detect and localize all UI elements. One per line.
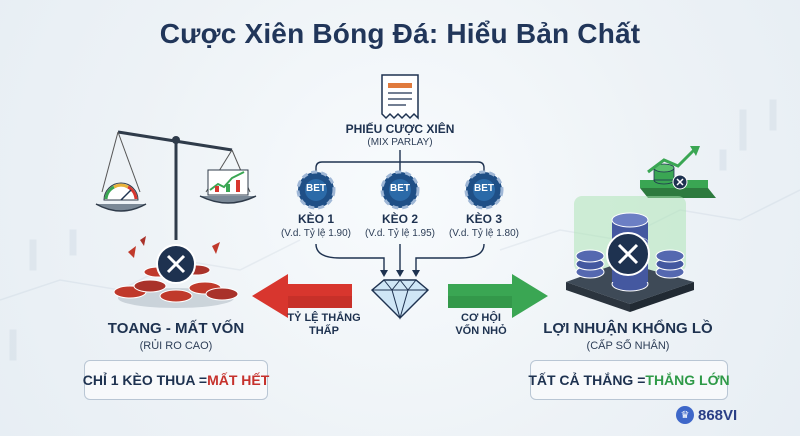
diamond-icon xyxy=(370,279,430,320)
balance-scale-icon xyxy=(95,130,257,240)
page-title: Cược Xiên Bóng Đá: Hiểu Bản Chất xyxy=(159,18,641,49)
right-arrow-label: CƠ HỘI VỐN NHỎ xyxy=(448,312,514,338)
keo-3-label: KÈO 3 xyxy=(465,212,502,226)
left-arrow-label: TỶ LỆ THẮNG THẤP xyxy=(282,312,366,338)
loss-result-highlight: MẤT HẾT xyxy=(207,372,270,388)
bet-chip-1-label: BET xyxy=(306,183,326,194)
ticket-label: PHIẾU CƯỢC XIÊN xyxy=(345,122,455,136)
win-x-icon xyxy=(606,232,650,276)
ticket-sub: (MIX PARLAY) xyxy=(367,137,433,148)
loss-result-box: CHỈ 1 KÈO THUA = MẤT HẾT xyxy=(82,360,270,400)
lion-shield-icon: ♛ xyxy=(676,406,694,424)
keo-1-odds: (V.d. Tỷ lệ 1.90) xyxy=(280,228,352,239)
right-green-arrow xyxy=(448,274,548,318)
loss-title: TOANG - MẤT VỐN xyxy=(107,320,245,337)
left-arrow-line1: TỶ LỆ THẮNG xyxy=(287,312,361,324)
bet-chip-3 xyxy=(464,170,504,210)
left-red-arrow xyxy=(252,274,352,318)
brand-text: 868VI xyxy=(698,406,738,424)
keo-1-label: KÈO 1 xyxy=(297,212,334,226)
growth-chart-icon xyxy=(640,146,716,198)
bet-chip-2 xyxy=(380,170,420,210)
ticket-icon xyxy=(381,74,419,120)
right-arrow-line2: VỐN NHỎ xyxy=(455,325,507,337)
right-arrow-line1: CƠ HỘI xyxy=(461,312,501,324)
bet-chip-2-label: BET xyxy=(390,183,410,194)
win-sub: (CẤP SỐ NHÂN) xyxy=(586,340,670,352)
loss-x-icon xyxy=(156,244,196,284)
win-result-box: TẤT CẢ THẮNG = THẮNG LỚN xyxy=(528,360,730,400)
bet-chip-3-label: BET xyxy=(474,183,494,194)
tree-connectors xyxy=(315,150,485,272)
connector-arrowheads xyxy=(380,270,420,277)
keo-3-odds: (V.d. Tỷ lệ 1.80) xyxy=(448,228,520,239)
left-arrow-line2: THẤP xyxy=(309,325,339,337)
win-result-highlight: THẮNG LỚN xyxy=(645,372,730,388)
broken-chips-icon xyxy=(113,236,239,308)
bet-chip-1 xyxy=(296,170,336,210)
brand-logo: ♛ 868VI xyxy=(676,402,796,428)
keo-2-label: KÈO 2 xyxy=(381,212,418,226)
loss-result-prefix: CHỈ 1 KÈO THUA = xyxy=(82,372,208,388)
win-result-prefix: TẤT CẢ THẮNG = xyxy=(528,372,646,388)
win-title: LỢI NHUẬN KHỔNG LỒ xyxy=(543,320,713,337)
keo-2-odds: (V.d. Tỷ lệ 1.95) xyxy=(364,228,436,239)
loss-sub: (RỦI RO CAO) xyxy=(139,340,213,352)
